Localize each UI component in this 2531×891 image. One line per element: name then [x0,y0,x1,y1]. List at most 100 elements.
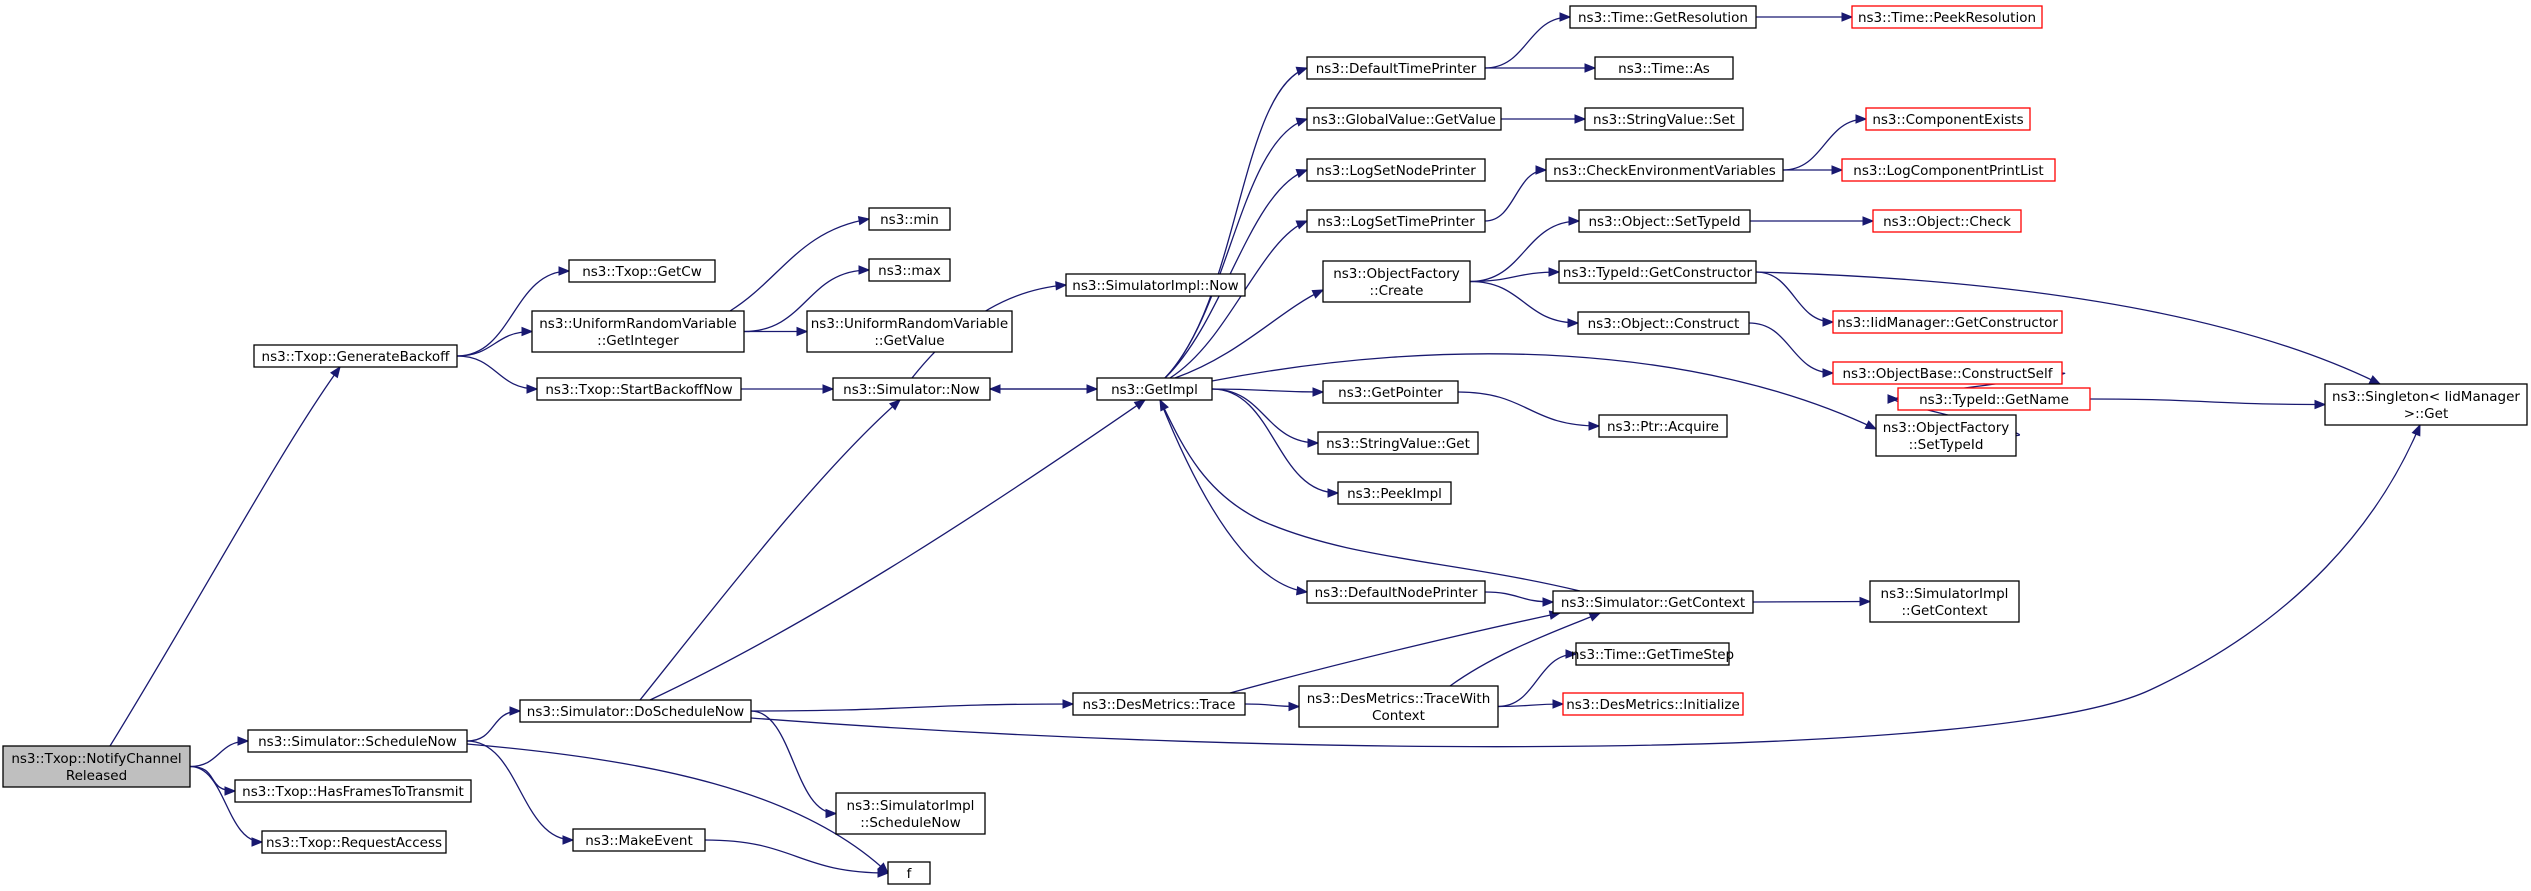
node-n7[interactable]: ns3::Txop::StartBackoffNow [536,377,742,401]
edge-n12-n13 [1756,12,1854,22]
edge-arrowhead [2368,375,2382,385]
node-n11[interactable]: ns3::DefaultTimePrinter [1306,56,1486,80]
node-label: ns3::max [878,263,941,279]
node-label: ns3::TypeId::GetConstructor [1563,265,1753,281]
edge-n10-n17 [1164,169,1309,379]
node-n13[interactable]: ns3::Time::PeekResolution [1851,5,2043,29]
node-n21[interactable]: ns3::LogSetTimePrinter [1306,209,1486,233]
node-n2[interactable]: ns3::Txop::GetCw [568,259,716,283]
node-n8[interactable]: ns3::Simulator::Now [832,377,991,401]
node-box [1306,56,1486,80]
node-n38[interactable]: ns3::SimulatorImpl::GetContext [1869,580,2020,623]
node-n27[interactable]: ns3::Object::Construct [1577,311,1750,335]
node-n1[interactable]: ns3::Txop::GenerateBackoff [253,344,458,368]
node-n23[interactable]: ns3::Object::Check [1872,209,2022,233]
node-n15[interactable]: ns3::GlobalValue::GetValue [1306,107,1502,131]
node-n40[interactable]: ns3::DesMetrics::Trace [1072,692,1246,716]
node-n3[interactable]: ns3::UniformRandomVariable::GetInteger [531,310,745,353]
node-n44[interactable]: ns3::Simulator::ScheduleNow [247,729,468,753]
node-n37[interactable]: ns3::Simulator::GetContext [1552,590,1754,614]
edge-n22-n23 [1750,216,1875,226]
node-n19[interactable]: ns3::ComponentExists [1865,107,2031,131]
node-n29[interactable]: ns3::TypeId::GetName [1897,387,2091,411]
node-n5[interactable]: ns3::max [868,258,951,282]
node-box [1545,158,1784,182]
node-n9[interactable]: ns3::SimulatorImpl::Now [1065,273,1246,297]
edge-line [1457,391,1600,427]
edge-arrowhead [1552,699,1565,709]
node-n25[interactable]: ns3::TypeId::GetConstructor [1558,260,1757,284]
node-box [1851,5,2043,29]
node-n36[interactable]: ns3::DefaultNodePrinter [1306,580,1486,604]
node-label: ns3::Txop::NotifyChannel [11,751,181,767]
node-n48[interactable]: ns3::MakeEvent [572,828,706,852]
edge-n10-n15 [1164,117,1309,379]
edge-n44-n48 [466,740,575,845]
edge-arrowhead [1535,165,1548,175]
node-n10[interactable]: ns3::GetImpl [1096,377,1213,401]
node-label: ns3::ObjectFactory [1883,420,2010,436]
node-label: ns3::DesMetrics::Initialize [1566,697,1740,713]
node-box [1337,481,1452,505]
node-n28[interactable]: ns3::ObjectBase::ConstructSelf [1832,361,2063,385]
node-n33[interactable]: ns3::StringValue::Get [1317,431,1479,455]
node-box [572,828,706,852]
node-n17[interactable]: ns3::LogSetNodePrinter [1306,158,1486,182]
node-label: ns3::LogSetNodePrinter [1316,163,1476,179]
node-n32[interactable]: ns3::Ptr::Acquire [1598,414,1728,438]
edge-n10-n35 [1211,388,1340,498]
node-n4[interactable]: ns3::min [868,207,951,231]
edge-line [704,839,889,874]
node-n14[interactable]: ns3::Time::As [1594,56,1734,80]
node-box [868,207,951,231]
node-n49[interactable]: f [887,861,931,885]
edge-arrowhead [526,384,539,394]
node-box [1897,387,2091,411]
node-n39[interactable]: ns3::Time::GetTimeStep [1571,642,1734,666]
edge-n43-n10 [649,399,1147,701]
node-n18[interactable]: ns3::CheckEnvironmentVariables [1545,158,1784,182]
node-n43[interactable]: ns3::Simulator::DoScheduleNow [519,699,752,723]
node-n45[interactable]: ns3::Txop::HasFramesToTransmit [234,779,472,803]
node-n30[interactable]: ns3::Singleton< IidManager>::Get [2324,383,2528,426]
edge-line [750,710,837,815]
node-label: >::Get [2404,406,2448,422]
node-n16[interactable]: ns3::StringValue::Set [1584,107,1744,131]
edge-arrowhead [1159,398,1169,412]
node-box [234,779,472,803]
edge-n41-n37 [1449,612,1602,687]
node-n35[interactable]: ns3::PeekImpl [1337,481,1452,505]
edge-n1-n2 [456,266,571,357]
node-n42[interactable]: ns3::DesMetrics::Initialize [1562,692,1744,716]
node-label: ns3::GetPointer [1338,385,1443,401]
node-box [1841,158,2056,182]
edge-line [189,765,263,843]
node-n46[interactable]: ns3::Txop::RequestAccess [261,830,447,854]
edge-arrowhead [2314,399,2327,410]
edge-arrowhead [1295,220,1309,230]
node-n26[interactable]: ns3::IidManager::GetConstructor [1832,310,2063,334]
node-label: ns3::Object::Check [1883,214,2011,230]
edge-n10-n36 [1159,399,1309,596]
node-n20[interactable]: ns3::LogComponentPrintList [1841,158,2056,182]
edge-n43-n40 [750,699,1075,712]
edge-arrowhead [1831,165,1844,175]
edge-arrowhead [1864,420,1878,430]
node-n12[interactable]: ns3::Time::GetResolution [1569,5,1757,29]
node-box [1317,431,1479,455]
edge-n7-n8 [741,384,835,394]
node-n31[interactable]: ns3::GetPointer [1322,380,1459,404]
node-label: ns3::Simulator::DoScheduleNow [527,704,744,720]
edge-arrowhead [1295,117,1309,127]
node-n22[interactable]: ns3::Object::SetTypeId [1578,209,1751,233]
node-n24[interactable]: ns3::ObjectFactory::Create [1322,260,1471,303]
node-n6[interactable]: ns3::UniformRandomVariable::GetValue [806,310,1013,353]
edge-arrowhead [1565,649,1578,659]
edge-n3-n6 [744,326,809,337]
node-n34[interactable]: ns3::ObjectFactory::SetTypeId [1875,414,2017,457]
node-n47[interactable]: ns3::SimulatorImpl::ScheduleNow [835,792,986,835]
edge-n48-n49 [704,839,890,878]
edge-n24-n22 [1469,216,1581,283]
